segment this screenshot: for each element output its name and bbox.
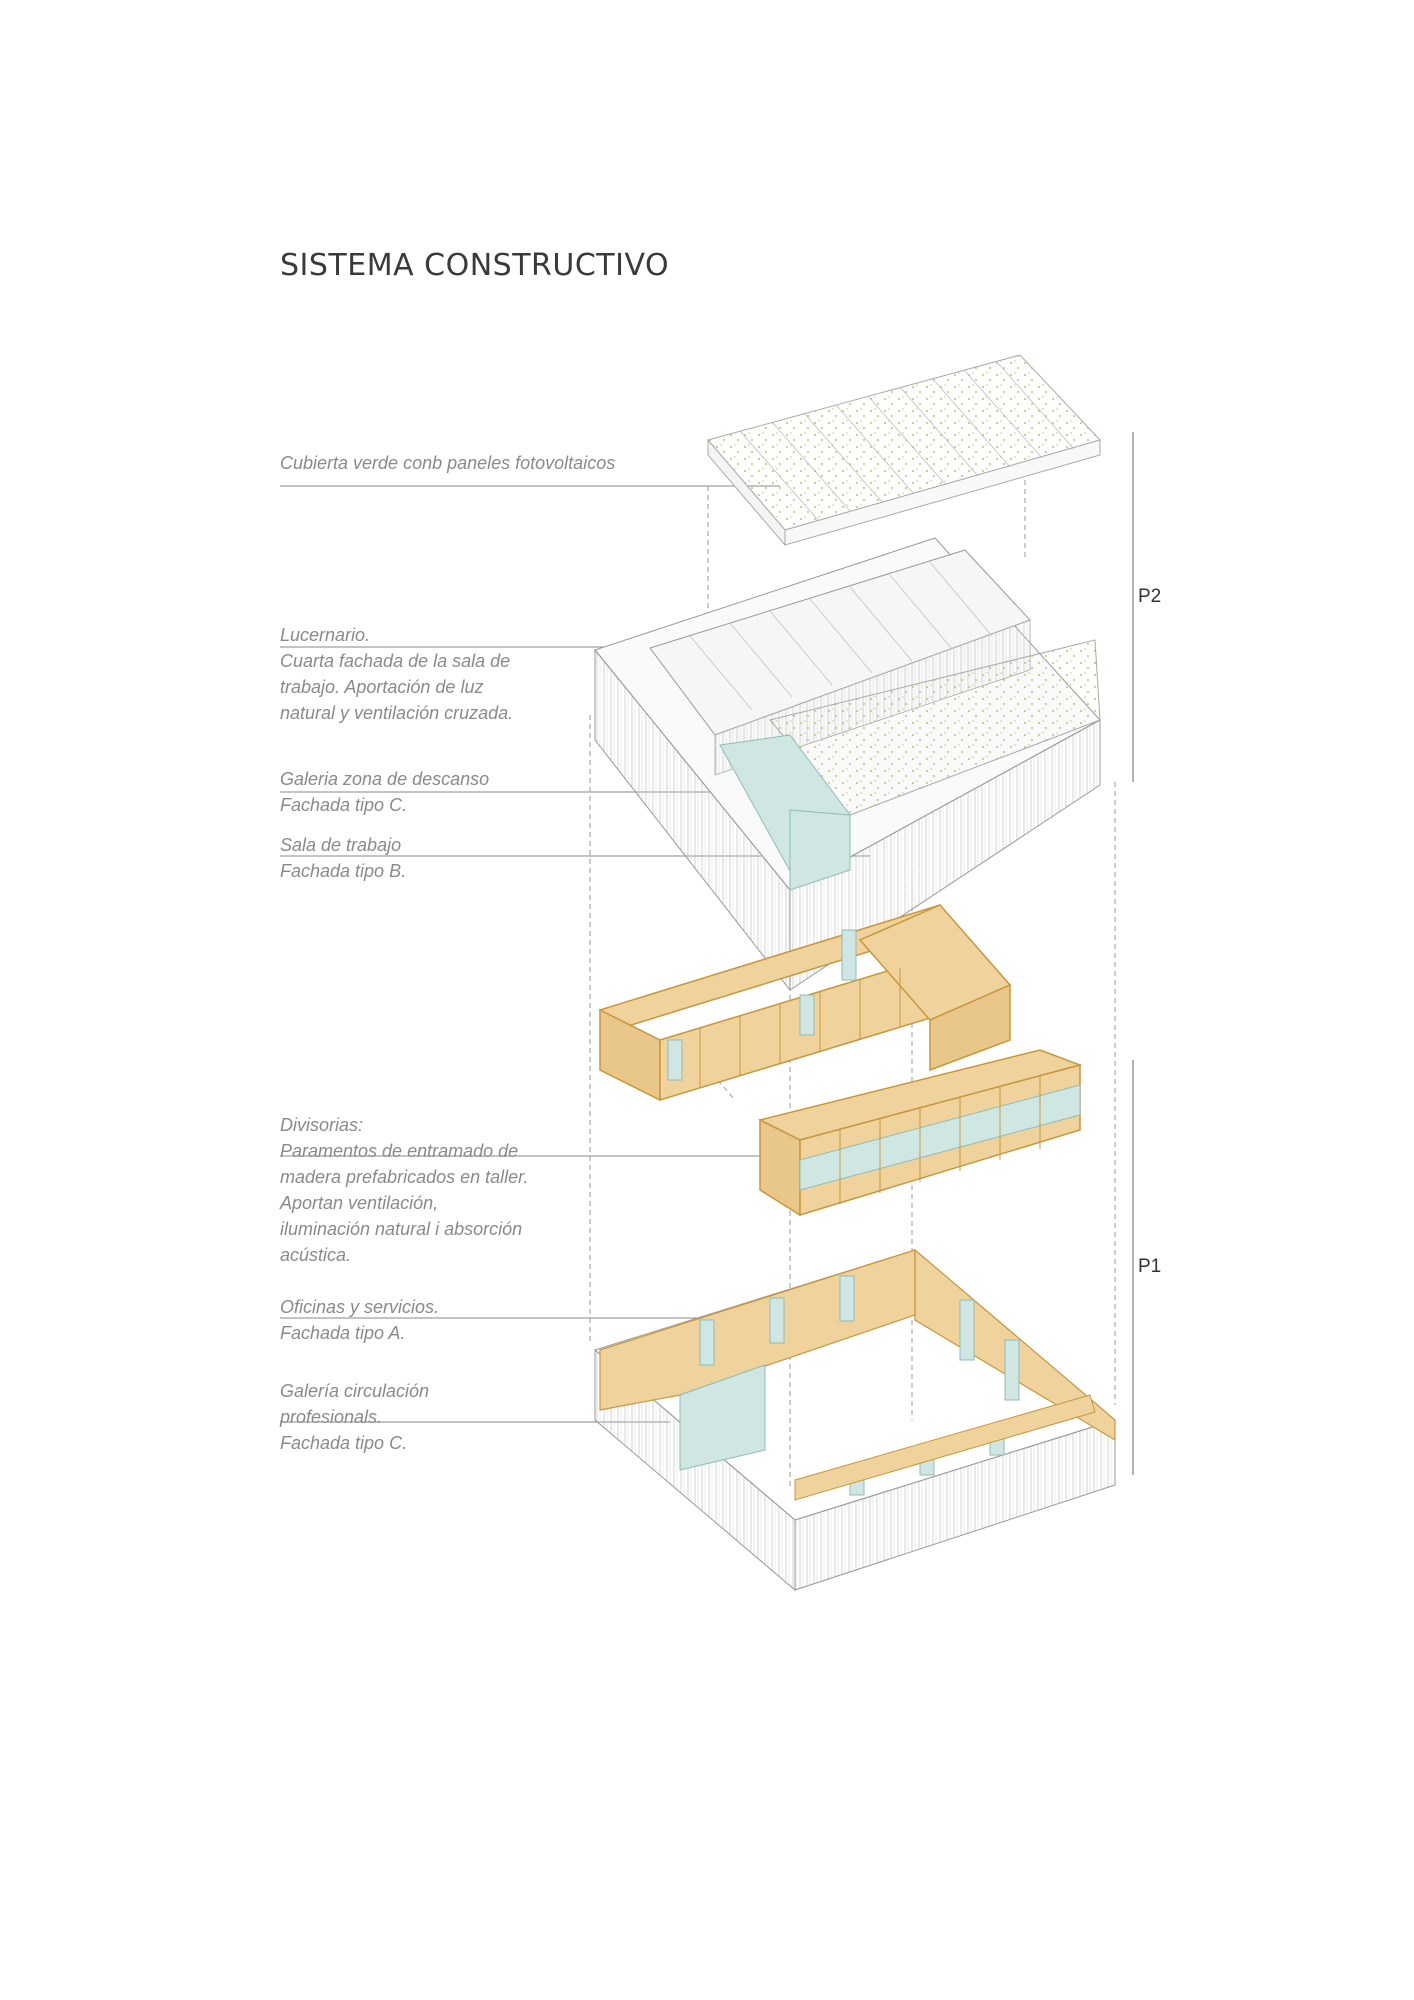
level-p2-label: P2: [1138, 586, 1162, 607]
green-roof: [707, 354, 1101, 547]
p1-ring: [593, 1248, 1117, 1592]
label-galeria-descanso: Galeria zona de descanso Fachada tipo C.: [280, 766, 489, 818]
label-cubierta: Cubierta verde conb paneles fotovoltaico…: [280, 450, 615, 476]
leader-lines: [280, 485, 870, 1423]
label-line: madera prefabricados en taller.: [280, 1167, 529, 1187]
label-line: Fachada tipo B.: [280, 861, 407, 881]
p2-block: [594, 537, 1101, 992]
partitions-upper: [598, 904, 1012, 1102]
label-line: Cuarta fachada de la sala de: [280, 651, 511, 671]
label-line: trabajo. Aportación de luz: [280, 677, 484, 697]
page-title: SISTEMA CONSTRUCTIVO: [280, 248, 670, 283]
label-oficinas: Oficinas y servicios. Fachada tipo A.: [280, 1294, 439, 1346]
label-lucernario: Lucernario. Cuarta fachada de la sala de…: [280, 622, 513, 726]
label-line: Lucernario.: [280, 625, 371, 645]
label-line: Galería circulación: [280, 1381, 430, 1401]
label-line: Fachada tipo A.: [280, 1323, 406, 1343]
label-line: Galeria zona de descanso: [280, 769, 490, 789]
label-line: Divisorias:: [280, 1115, 364, 1135]
label-line: iluminación natural i absorción: [280, 1219, 523, 1239]
partitions-lower: [757, 1049, 1083, 1217]
label-line: Cubierta verde conb paneles fotovoltaico…: [280, 453, 616, 473]
label-sala-trabajo: Sala de trabajo Fachada tipo B.: [280, 832, 406, 884]
label-line: Fachada tipo C.: [280, 1433, 408, 1453]
label-line: acústica.: [280, 1245, 352, 1265]
label-line: Fachada tipo C.: [280, 795, 408, 815]
label-line: Aportan ventilación,: [280, 1193, 439, 1213]
level-p1-label: P1: [1138, 1256, 1162, 1277]
label-line: Oficinas y servicios.: [280, 1297, 440, 1317]
label-line: Sala de trabajo: [280, 835, 402, 855]
label-line: natural y ventilación cruzada.: [280, 703, 514, 723]
